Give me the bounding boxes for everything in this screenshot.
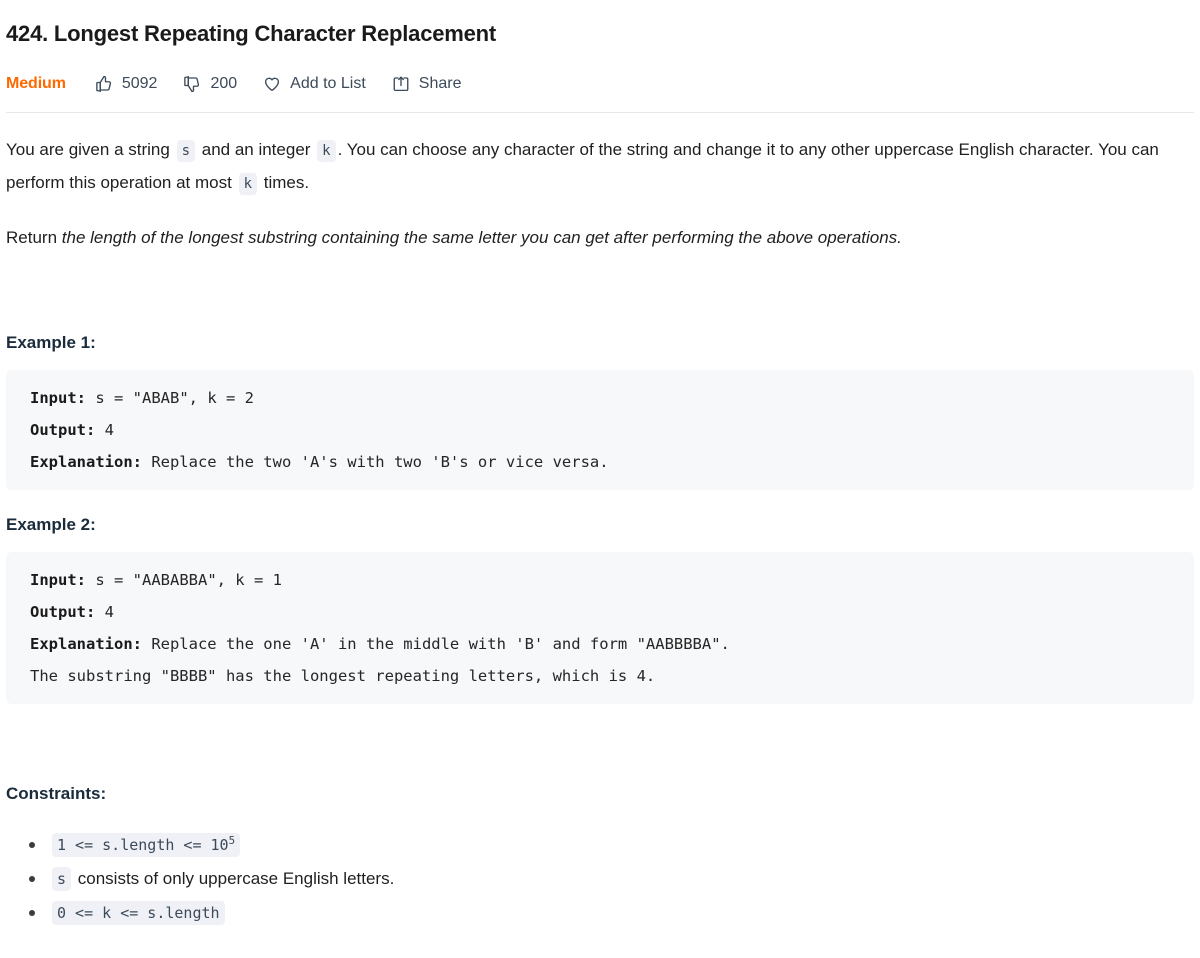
dislike-button[interactable]: 200 bbox=[183, 74, 237, 94]
example-1-explanation-value: Replace the two 'A's with two 'B's or vi… bbox=[141, 453, 609, 472]
desc-text-d: times. bbox=[263, 173, 310, 193]
example-1-explanation-label: Explanation: bbox=[30, 453, 142, 472]
problem-content: You are given a string s and an integer … bbox=[0, 134, 1200, 930]
constraint-code-1-text: 1 <= s.length <= 10 bbox=[57, 836, 229, 855]
add-to-list-label: Add to List bbox=[290, 75, 366, 93]
desc-text-a: You are given a string bbox=[6, 140, 170, 160]
share-icon bbox=[392, 75, 410, 93]
thumbs-up-icon bbox=[95, 75, 113, 93]
description-paragraph-1: You are given a string s and an integer … bbox=[6, 134, 1194, 200]
example-1-codeblock: Input: s = "ABAB", k = 2 Output: 4 Expla… bbox=[6, 370, 1194, 491]
constraint-code-2: s bbox=[52, 867, 72, 892]
constraint-item: 0 <= k <= s.length bbox=[29, 896, 1194, 930]
example-2-explanation-value: Replace the one 'A' in the middle with '… bbox=[30, 635, 730, 686]
description-paragraph-2: Return the length of the longest substri… bbox=[6, 222, 1194, 254]
example-2-codeblock: Input: s = "AABABBA", k = 1 Output: 4 Ex… bbox=[6, 552, 1194, 705]
heart-icon bbox=[263, 75, 281, 93]
example-1-output-value: 4 bbox=[95, 421, 114, 440]
difficulty-badge[interactable]: Medium bbox=[6, 75, 66, 93]
constraint-code-3: 0 <= k <= s.length bbox=[52, 901, 225, 926]
dislike-count: 200 bbox=[210, 75, 238, 93]
page-title: 424. Longest Repeating Character Replace… bbox=[6, 20, 497, 46]
example-2-heading: Example 2: bbox=[6, 515, 96, 535]
return-statement: the length of the longest substring cont… bbox=[61, 228, 902, 248]
constraint-item: s consists of only uppercase English let… bbox=[29, 862, 1194, 896]
example-1-output-label: Output: bbox=[30, 421, 96, 440]
constraint-code-1-superscript: 5 bbox=[228, 834, 236, 848]
problem-action-bar: Medium 5092 200 bbox=[0, 62, 1200, 94]
example-1-input-label: Input: bbox=[30, 389, 86, 408]
thumbs-down-icon bbox=[183, 75, 201, 93]
add-to-list-button[interactable]: Add to List bbox=[263, 74, 366, 94]
inline-code-k: k bbox=[317, 140, 336, 163]
example-2-input-value: s = "AABABBA", k = 1 bbox=[86, 571, 282, 590]
constraint-item: 1 <= s.length <= 105 bbox=[29, 828, 1194, 862]
share-label: Share bbox=[418, 75, 462, 93]
example-2-output-label: Output: bbox=[30, 603, 96, 622]
constraints-heading: Constraints: bbox=[6, 784, 107, 804]
constraints-list: 1 <= s.length <= 105 s consists of only … bbox=[6, 828, 1194, 930]
like-count: 5092 bbox=[121, 75, 158, 93]
example-1-input-value: s = "ABAB", k = 2 bbox=[86, 389, 254, 408]
constraint-code-1: 1 <= s.length <= 105 bbox=[52, 833, 241, 858]
example-2-explanation-label: Explanation: bbox=[30, 635, 142, 654]
header-divider bbox=[6, 112, 1194, 114]
like-button[interactable]: 5092 bbox=[95, 74, 158, 94]
constraint-text-2: consists of only uppercase English lette… bbox=[77, 869, 395, 889]
inline-code-s: s bbox=[176, 140, 195, 163]
example-2-output-value: 4 bbox=[95, 603, 114, 622]
desc-text-c: . You can choose any character of the st… bbox=[6, 140, 1159, 193]
example-1-heading: Example 1: bbox=[6, 333, 96, 353]
share-button[interactable]: Share bbox=[392, 74, 462, 94]
example-2-input-label: Input: bbox=[30, 571, 86, 590]
desc-text-b: and an integer bbox=[201, 140, 311, 160]
inline-code-k-2: k bbox=[238, 173, 257, 196]
return-lead: Return bbox=[6, 228, 58, 248]
